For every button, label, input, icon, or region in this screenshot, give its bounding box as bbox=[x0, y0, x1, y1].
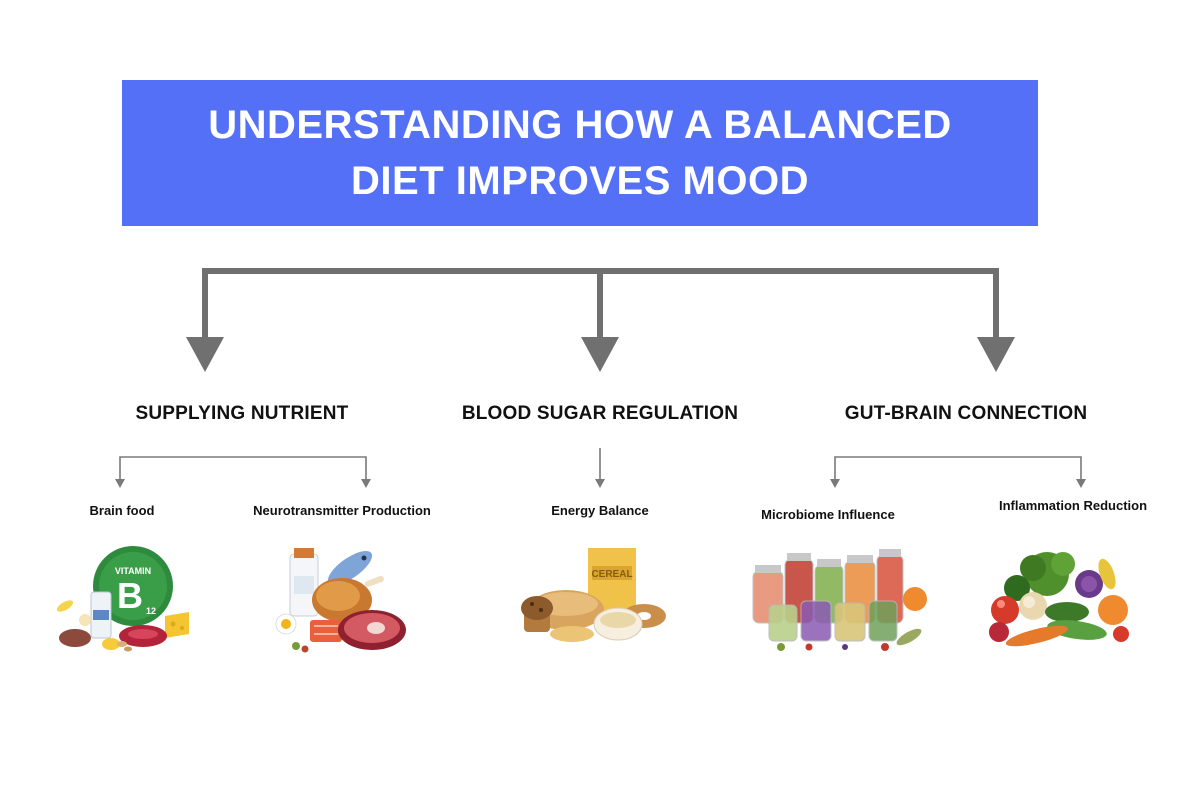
arrow-brain-food bbox=[115, 479, 125, 488]
svg-text:VITAMIN: VITAMIN bbox=[115, 566, 151, 576]
leaf-neurotransmitter-production: Neurotransmitter Production bbox=[253, 503, 431, 518]
svg-text:CEREAL: CEREAL bbox=[591, 569, 632, 580]
arrow-neurotransmitter bbox=[361, 479, 371, 488]
arrow-microbiome bbox=[830, 479, 840, 488]
vegetables-icon bbox=[989, 552, 1129, 647]
branch-supplying-nutrient: SUPPLYING NUTRIENT bbox=[135, 403, 349, 424]
arrow-gut-brain bbox=[977, 337, 1015, 372]
sub-connector-gut bbox=[834, 456, 1082, 480]
leaf-inflammation-reduction: Inflammation Reduction bbox=[998, 498, 1148, 513]
svg-text:12: 12 bbox=[146, 606, 156, 616]
leaf-brain-food: Brain food bbox=[89, 503, 155, 518]
branch-blood-sugar-regulation: BLOOD SUGAR REGULATION bbox=[461, 403, 739, 424]
leaf-energy-balance: Energy Balance bbox=[551, 503, 649, 518]
page-title: UNDERSTANDING HOW A BALANCED DIET IMPROV… bbox=[208, 103, 952, 203]
arrow-blood-sugar bbox=[581, 337, 619, 372]
branch-gut-brain-connection: GUT-BRAIN CONNECTION bbox=[844, 403, 1088, 424]
sub-connector-nutrient bbox=[119, 456, 367, 480]
grains-cereal-icon: CEREAL bbox=[521, 548, 666, 642]
fermented-jars-icon bbox=[752, 549, 927, 651]
svg-text:B: B bbox=[117, 575, 143, 616]
arrow-energy-balance bbox=[595, 479, 605, 488]
arrow-supplying-nutrient bbox=[186, 337, 224, 372]
vitamin-b-foods-icon: VITAMIN B 12 bbox=[56, 546, 189, 652]
protein-foods-icon bbox=[275, 548, 406, 653]
title-banner: UNDERSTANDING HOW A BALANCED DIET IMPROV… bbox=[122, 80, 1038, 226]
leaf-microbiome-influence: Microbiome Influence bbox=[761, 507, 895, 522]
arrow-inflammation bbox=[1076, 479, 1086, 488]
